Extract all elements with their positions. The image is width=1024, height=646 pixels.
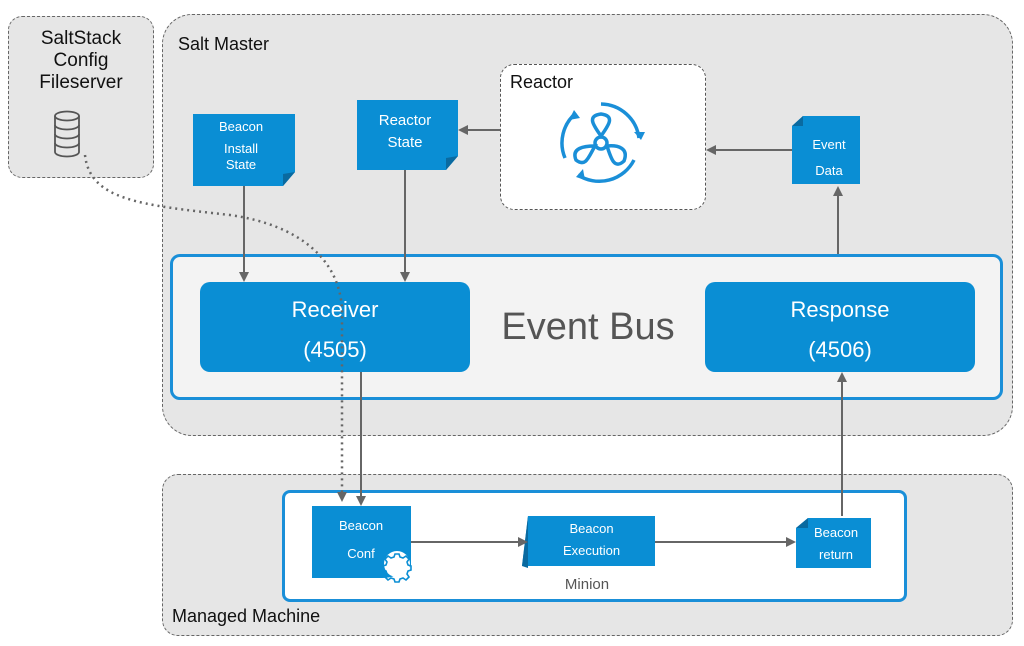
beacon-install-state-line3: State: [225, 157, 257, 172]
fileserver-label-line1: SaltStack: [40, 28, 122, 49]
receiver-port: (4505): [303, 337, 367, 362]
reactor-state-doc: [357, 100, 458, 170]
fileserver-region: [8, 16, 154, 178]
beacon-execution-line2: Execution: [562, 543, 621, 558]
event-data-line1: Event: [812, 137, 846, 152]
fileserver-label-line2: Config: [53, 50, 109, 71]
beacon-conf-line1: Beacon: [338, 518, 384, 533]
event-bus-label: Event Bus: [501, 306, 675, 348]
fileserver-label-line3: Fileserver: [39, 72, 123, 93]
reactor-state-label: Reactor State: [357, 110, 453, 154]
gear-icon: [382, 551, 412, 583]
beacon-conf-label: Beacon Conf: [320, 512, 402, 568]
beacon-return-line2: return: [819, 547, 853, 562]
event-data-label: Event Data: [796, 132, 862, 184]
reactor-state-line1: Reactor: [378, 112, 432, 129]
beacon-install-state-line2: Install: [224, 141, 258, 156]
event-data-line2: Data: [815, 163, 843, 178]
beacon-conf-line2: Conf: [347, 546, 375, 561]
minion-label: Minion: [564, 576, 610, 593]
beacon-return-label: Beacon return: [800, 522, 872, 566]
beacon-execution-label: Beacon Execution: [528, 518, 655, 562]
beacon-install-state-doc: [193, 114, 295, 186]
receiver-name: Receiver: [291, 297, 379, 322]
database-icon: [54, 110, 80, 158]
beacon-return-doc: [796, 518, 871, 568]
response-box: Response (4506): [705, 282, 975, 372]
beacon-execution-doc: [522, 516, 655, 566]
event-data-doc: [792, 116, 860, 184]
salt-master-label: Salt Master: [178, 34, 270, 54]
receiver-box: Receiver (4505): [200, 282, 470, 372]
managed-machine-label: Managed Machine: [172, 606, 321, 626]
reactor-state-line2: State: [387, 134, 423, 151]
response-name: Response: [790, 297, 890, 322]
reactor-label: Reactor: [510, 72, 574, 92]
beacon-install-state-line1: Beacon: [218, 119, 264, 134]
beacon-return-line1: Beacon: [813, 525, 859, 540]
response-port: (4506): [808, 337, 872, 362]
beacon-install-state-label: Beacon Install State: [193, 116, 289, 176]
reactor-cycle-icon: [560, 102, 645, 183]
fileserver-label: SaltStack Config Fileserver: [8, 28, 154, 94]
beacon-execution-line1: Beacon: [569, 521, 614, 536]
